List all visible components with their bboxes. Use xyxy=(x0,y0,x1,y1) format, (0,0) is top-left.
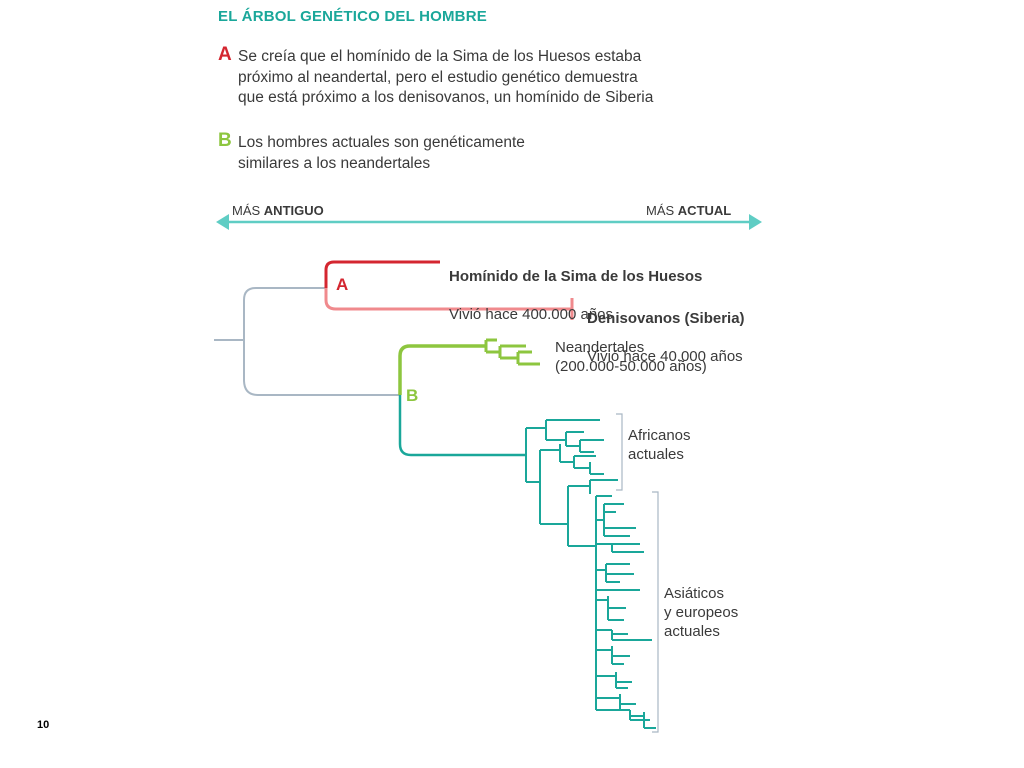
note-b: B Los hombres actuales son genéticamente… xyxy=(218,130,708,174)
branch-a-tag: A xyxy=(336,275,349,294)
sima-age: Vivió hace 400.000 años xyxy=(449,306,614,323)
timeline-left-prefix: MÁS xyxy=(232,203,264,218)
branch-b-tag: B xyxy=(406,386,419,405)
page-number: 10 xyxy=(37,719,50,731)
timeline-right-label: MÁS ACTUAL xyxy=(646,203,731,218)
page-title: EL ÁRBOL GENÉTICO DEL HOMBRE xyxy=(218,8,487,25)
neandertales-label: Neandertales (200.000-50.000 años) xyxy=(555,339,707,375)
africanos-label: Africanos actuales xyxy=(628,427,691,463)
modern-humans-subtree xyxy=(525,419,656,729)
timeline-left-label: MÁS ANTIGUO xyxy=(232,203,324,218)
sima-label: Homínido de la Sima de los Huesos Vivió … xyxy=(449,248,702,324)
timeline-right-bold: ACTUAL xyxy=(677,203,732,218)
timeline-right-prefix: MÁS xyxy=(646,203,678,218)
asiaticos-bracket xyxy=(652,491,659,733)
root-branch xyxy=(214,287,400,396)
denisovanos-age: Vivió hace 40.000 años xyxy=(587,348,743,365)
sima-name: Homínido de la Sima de los Huesos xyxy=(449,268,703,285)
note-a-text: Se creía que el homínido de la Sima de l… xyxy=(238,48,654,106)
africanos-bracket xyxy=(616,413,623,491)
neandertal-subtree xyxy=(484,338,540,366)
denisovanos-label: Denisovanos (Siberia) Vivió hace 40.000 … xyxy=(587,290,745,366)
modern-humans-stem xyxy=(398,395,526,457)
note-b-letter: B xyxy=(218,130,232,151)
branch-a xyxy=(324,260,574,320)
timeline-left-bold: ANTIGUO xyxy=(263,203,324,218)
denisovanos-name: Denisovanos (Siberia) xyxy=(587,310,745,327)
branch-b xyxy=(398,344,486,395)
note-a-letter: A xyxy=(218,44,232,65)
asiaticos-label: Asiáticos y europeos actuales xyxy=(664,585,739,640)
timeline-arrow-icon xyxy=(216,214,762,230)
note-b-text: Los hombres actuales son genéticamente s… xyxy=(238,134,525,172)
note-a: A Se creía que el homínido de la Sima de… xyxy=(218,44,708,109)
